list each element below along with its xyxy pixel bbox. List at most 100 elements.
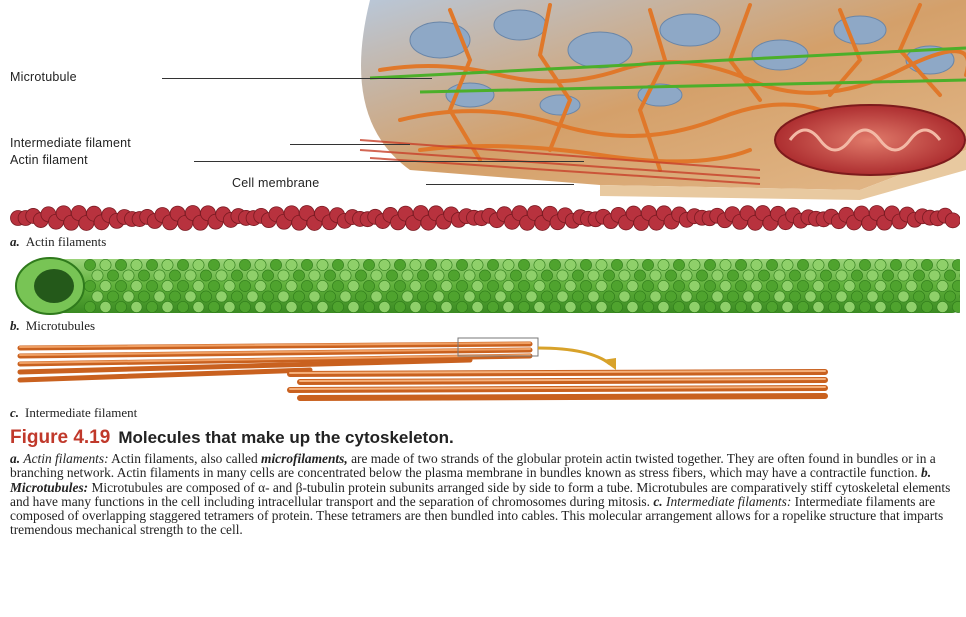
tubulin-subunit bbox=[309, 291, 320, 302]
tubulin-subunit bbox=[813, 259, 824, 270]
tubulin-subunit bbox=[224, 280, 235, 291]
caption-b-term: Microtubules: bbox=[10, 480, 88, 495]
actin-monomer bbox=[945, 213, 960, 228]
tubulin-subunit bbox=[720, 259, 731, 270]
tubulin-subunit bbox=[882, 291, 893, 302]
tubulin-subunit bbox=[541, 291, 552, 302]
tubulin-subunit bbox=[386, 270, 397, 281]
tubulin-subunit bbox=[456, 301, 467, 312]
tubulin-subunit bbox=[363, 259, 374, 270]
tubulin-subunit bbox=[758, 291, 769, 302]
tubulin-subunit bbox=[844, 301, 855, 312]
tubulin-subunit bbox=[332, 280, 343, 291]
tubulin-subunit bbox=[503, 259, 514, 270]
tubulin-subunit bbox=[216, 291, 227, 302]
tubulin-subunit bbox=[689, 259, 700, 270]
tubulin-subunit bbox=[216, 270, 227, 281]
mitochondrion-icon bbox=[775, 105, 965, 175]
tubulin-subunit bbox=[162, 280, 173, 291]
tubulin-subunit bbox=[394, 301, 405, 312]
tubulin-subunit bbox=[131, 259, 142, 270]
tubulin-subunit bbox=[549, 259, 560, 270]
panel-a-letter: a. bbox=[10, 234, 20, 249]
tubulin-subunit bbox=[169, 291, 180, 302]
tubulin-subunit bbox=[317, 301, 328, 312]
tubulin-subunit bbox=[394, 259, 405, 270]
leader-cell-membrane bbox=[426, 184, 574, 185]
tubulin-subunit bbox=[425, 301, 436, 312]
tubulin-subunit bbox=[131, 280, 142, 291]
tubulin-subunit bbox=[937, 280, 948, 291]
tubulin-subunit bbox=[720, 280, 731, 291]
tubulin-subunit bbox=[518, 301, 529, 312]
tubulin-subunit bbox=[231, 270, 242, 281]
tubulin-subunit bbox=[797, 301, 808, 312]
tubulin-subunit bbox=[789, 291, 800, 302]
tubulin-subunit bbox=[425, 259, 436, 270]
tubulin-subunit bbox=[293, 270, 304, 281]
tubulin-subunit bbox=[689, 301, 700, 312]
tubulin-subunit bbox=[526, 270, 537, 281]
tubulin-subunit bbox=[177, 280, 188, 291]
tubulin-subunit bbox=[131, 301, 142, 312]
tubulin-subunit bbox=[875, 280, 886, 291]
tubulin-subunit bbox=[665, 291, 676, 302]
tubulin-subunit bbox=[859, 259, 870, 270]
tubulin-subunit bbox=[875, 259, 886, 270]
caption-a-term: Actin filaments: bbox=[23, 451, 108, 466]
tubulin-subunit bbox=[782, 280, 793, 291]
tubulin-subunit bbox=[534, 280, 545, 291]
tubulin-subunit bbox=[193, 280, 204, 291]
tubulin-subunit bbox=[177, 259, 188, 270]
tubulin-subunit bbox=[410, 259, 421, 270]
tubulin-subunit bbox=[704, 280, 715, 291]
caption-b-letter: b. bbox=[921, 465, 931, 480]
tubulin-subunit bbox=[177, 301, 188, 312]
tubulin-subunit bbox=[518, 280, 529, 291]
panel-c-label: c.Intermediate filament bbox=[10, 405, 137, 421]
tubulin-subunit bbox=[255, 280, 266, 291]
tubulin-subunit bbox=[751, 259, 762, 270]
tubulin-subunit bbox=[146, 301, 157, 312]
tubulin-subunit bbox=[115, 259, 126, 270]
tubulin-subunit bbox=[596, 259, 607, 270]
tubulin-subunit bbox=[572, 291, 583, 302]
tubulin-subunit bbox=[84, 280, 95, 291]
tubulin-subunit bbox=[766, 301, 777, 312]
label-actin-filament: Actin filament bbox=[10, 153, 88, 167]
tubulin-subunit bbox=[681, 291, 692, 302]
tubulin-subunit bbox=[797, 259, 808, 270]
tubulin-subunit bbox=[417, 291, 428, 302]
intermediate-filament-illustration bbox=[10, 336, 960, 406]
tubulin-subunit bbox=[472, 280, 483, 291]
tubulin-subunit bbox=[867, 270, 878, 281]
tubulin-subunit bbox=[518, 259, 529, 270]
tubulin-subunit bbox=[317, 259, 328, 270]
tubulin-subunit bbox=[92, 270, 103, 281]
tubulin-subunit bbox=[875, 301, 886, 312]
panel-b-label: b.Microtubules bbox=[10, 318, 95, 334]
tubulin-subunit bbox=[355, 270, 366, 281]
tubulin-subunit bbox=[348, 280, 359, 291]
tubulin-subunit bbox=[828, 259, 839, 270]
tubulin-subunit bbox=[890, 259, 901, 270]
tubulin-subunit bbox=[859, 301, 870, 312]
tubulin-subunit bbox=[634, 291, 645, 302]
tubulin-subunit bbox=[309, 270, 320, 281]
tubulin-subunit bbox=[619, 291, 630, 302]
tubulin-subunit bbox=[526, 291, 537, 302]
tubulin-subunit bbox=[107, 291, 118, 302]
tubulin-subunit bbox=[844, 280, 855, 291]
tubulin-subunit bbox=[278, 270, 289, 281]
tubulin-subunit bbox=[255, 301, 266, 312]
tubulin-subunit bbox=[743, 291, 754, 302]
tubulin-subunit bbox=[247, 291, 258, 302]
tubulin-subunit bbox=[487, 280, 498, 291]
tubulin-subunit bbox=[448, 291, 459, 302]
caption-c-letter: c. bbox=[653, 494, 662, 509]
tubulin-subunit bbox=[782, 259, 793, 270]
tubulin-subunit bbox=[169, 270, 180, 281]
tubulin-subunit bbox=[402, 291, 413, 302]
tubulin-subunit bbox=[510, 291, 521, 302]
